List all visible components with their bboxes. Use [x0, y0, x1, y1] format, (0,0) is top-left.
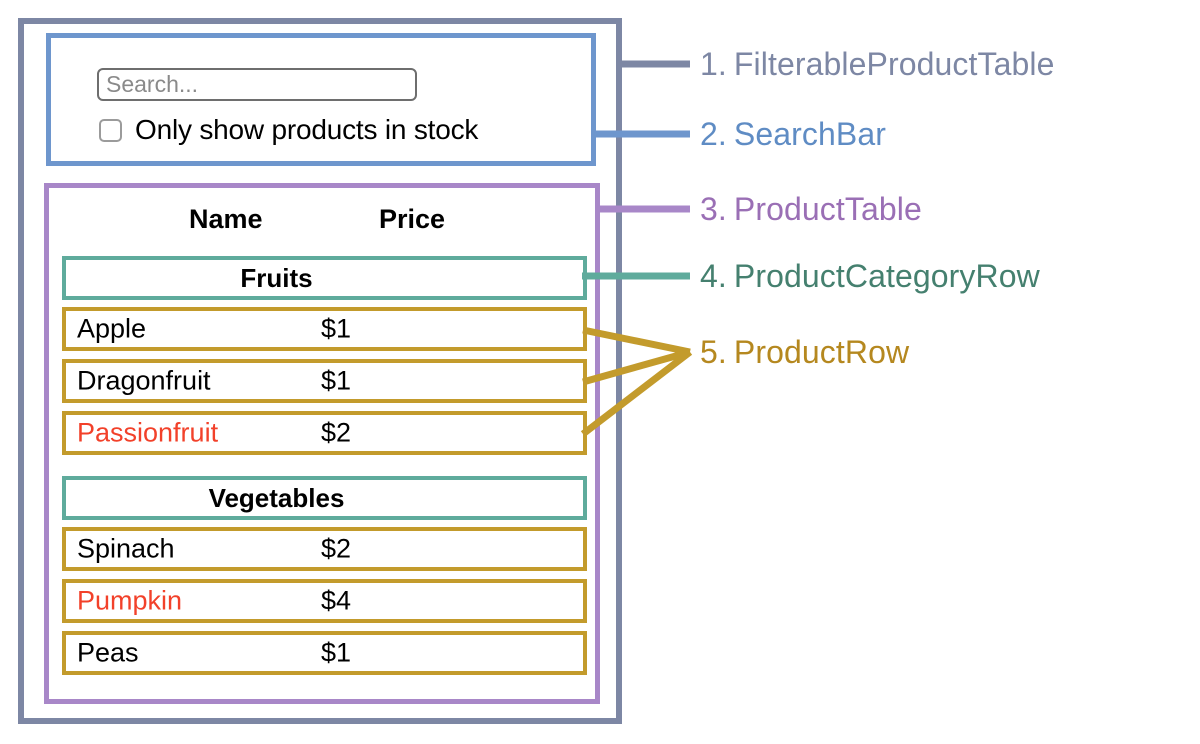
leader-line-5b — [582, 348, 691, 386]
search-input[interactable] — [97, 68, 417, 101]
product-category-row: Vegetables — [62, 476, 587, 520]
product-price: $4 — [321, 585, 352, 616]
legend-item-search-bar: 2.SearchBar — [700, 116, 886, 153]
search-bar-frame: Only show products in stock — [46, 33, 596, 166]
in-stock-filter-row[interactable]: Only show products in stock — [99, 114, 478, 146]
legend-number: 2. — [700, 116, 727, 152]
product-name: Peas — [77, 637, 139, 668]
leader-line-5c — [580, 349, 693, 437]
product-category-label: Fruits — [240, 262, 313, 293]
product-table-frame: Name Price Fruits Apple $1 Dragonfruit $… — [44, 183, 600, 704]
product-row: Apple $1 — [62, 307, 587, 351]
product-name: Passionfruit — [77, 417, 219, 448]
product-row: Dragonfruit $1 — [62, 359, 587, 403]
product-price: $1 — [321, 313, 352, 344]
product-name: Dragonfruit — [77, 365, 211, 396]
leader-line-5a — [582, 326, 691, 356]
legend-label: SearchBar — [733, 116, 886, 152]
product-category-row: Fruits — [62, 256, 587, 300]
product-price: $2 — [321, 417, 352, 448]
product-category-label: Vegetables — [208, 482, 345, 513]
legend-label: ProductCategoryRow — [733, 258, 1040, 294]
legend-item-product-table: 3.ProductTable — [700, 191, 922, 228]
legend-number: 3. — [700, 191, 727, 227]
only-in-stock-checkbox[interactable] — [99, 118, 122, 142]
product-name: Apple — [77, 313, 147, 344]
only-in-stock-label: Only show products in stock — [135, 114, 479, 145]
legend-item-product-row: 5.ProductRow — [700, 334, 909, 371]
product-price: $1 — [321, 637, 352, 668]
legend-label: ProductRow — [733, 334, 910, 370]
legend-number: 4. — [700, 258, 727, 294]
legend-label: ProductTable — [733, 191, 922, 227]
product-price: $1 — [321, 365, 352, 396]
product-row: Passionfruit $2 — [62, 411, 587, 455]
product-row: Spinach $2 — [62, 527, 587, 571]
column-header-price: Price — [379, 204, 446, 234]
product-row: Pumpkin $4 — [62, 579, 587, 623]
legend-item-product-category-row: 4.ProductCategoryRow — [700, 258, 1040, 295]
product-name: Pumpkin — [77, 585, 183, 616]
product-price: $2 — [321, 533, 352, 564]
product-name: Spinach — [77, 533, 175, 564]
legend-number: 1. — [700, 46, 727, 82]
legend-number: 5. — [700, 334, 727, 370]
product-row: Peas $1 — [62, 631, 587, 675]
column-header-name: Name — [189, 204, 263, 234]
legend-label: FilterableProductTable — [733, 46, 1055, 82]
legend-item-filterable-product-table: 1.FilterableProductTable — [700, 46, 1054, 83]
